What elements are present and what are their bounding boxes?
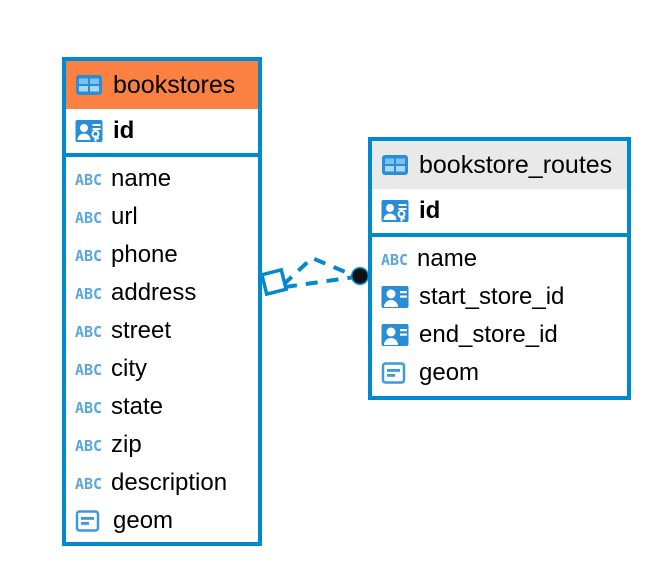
geometry-type-icon	[381, 362, 406, 384]
field-label: geom	[419, 359, 480, 386]
foreign-key-icon	[381, 324, 409, 346]
field-row[interactable]: ABC state	[66, 388, 258, 426]
field-row[interactable]: ABC city	[66, 350, 258, 388]
field-label: start_store_id	[419, 283, 565, 310]
svg-text:ABC: ABC	[75, 247, 101, 265]
text-type-icon: ABC	[75, 171, 101, 189]
field-label: state	[111, 393, 164, 420]
field-label: phone	[111, 241, 178, 268]
svg-text:ABC: ABC	[75, 399, 101, 417]
field-row[interactable]: ABC name	[66, 160, 258, 198]
text-type-icon: ABC	[75, 399, 101, 417]
field-label: address	[111, 279, 197, 306]
svg-text:ABC: ABC	[75, 437, 101, 455]
field-row[interactable]: ABC street	[66, 312, 258, 350]
entity-title-bookstores: bookstores	[113, 70, 236, 99]
svg-text:ABC: ABC	[75, 361, 101, 379]
text-type-icon: ABC	[75, 285, 101, 303]
svg-text:ABC: ABC	[381, 251, 407, 269]
table-icon	[382, 155, 408, 175]
geometry-type-icon	[75, 510, 100, 532]
field-label: description	[111, 469, 228, 496]
field-list-bookstore-routes: ABC name start_store_id	[372, 237, 627, 392]
field-label: end_store_id	[419, 321, 558, 348]
field-label: name	[111, 165, 172, 192]
field-row[interactable]: ABC phone	[66, 236, 258, 274]
field-row[interactable]: ABC description	[66, 464, 258, 502]
relationship-line-upper	[281, 255, 356, 287]
text-type-icon: ABC	[75, 247, 101, 265]
primary-key-icon	[381, 200, 409, 222]
text-type-icon: ABC	[75, 323, 101, 341]
text-type-icon: ABC	[75, 437, 101, 455]
primary-key-icon	[75, 120, 103, 142]
primary-key-row-bookstore-routes[interactable]: id	[372, 189, 627, 237]
svg-text:ABC: ABC	[75, 171, 101, 189]
field-label: geom	[113, 507, 174, 534]
entity-bookstores[interactable]: bookstores id ABC name	[62, 57, 262, 546]
text-type-icon: ABC	[75, 361, 101, 379]
field-list-bookstores: ABC name ABC url ABC phone AB	[66, 157, 258, 540]
text-type-icon: ABC	[381, 251, 407, 269]
primary-key-label-bookstore-routes: id	[419, 197, 441, 224]
foreign-key-icon	[381, 286, 409, 308]
field-row[interactable]: start_store_id	[372, 278, 627, 316]
field-row[interactable]: ABC name	[372, 240, 627, 278]
field-row[interactable]: geom	[372, 354, 627, 392]
primary-key-row-bookstores[interactable]: id	[66, 109, 258, 157]
field-row[interactable]: ABC zip	[66, 426, 258, 464]
svg-text:ABC: ABC	[75, 475, 101, 493]
svg-text:ABC: ABC	[75, 209, 101, 227]
primary-key-label-bookstores: id	[113, 117, 135, 144]
field-label: url	[111, 203, 138, 230]
field-label: zip	[111, 431, 142, 458]
entity-header-bookstores[interactable]: bookstores	[66, 61, 258, 109]
field-row[interactable]: ABC url	[66, 198, 258, 236]
field-label: name	[417, 245, 478, 272]
svg-text:ABC: ABC	[75, 285, 101, 303]
relationship-line-lower	[284, 275, 356, 289]
entity-title-bookstore-routes: bookstore_routes	[419, 150, 613, 179]
field-row[interactable]: geom	[66, 502, 258, 540]
filled-circle-endpoint-icon	[351, 267, 369, 285]
svg-text:ABC: ABC	[75, 323, 101, 341]
entity-header-bookstore-routes[interactable]: bookstore_routes	[372, 141, 627, 189]
text-type-icon: ABC	[75, 475, 101, 493]
text-type-icon: ABC	[75, 209, 101, 227]
entity-bookstore-routes[interactable]: bookstore_routes id ABC name	[368, 137, 631, 400]
diamond-endpoint-icon	[259, 267, 289, 297]
field-row[interactable]: end_store_id	[372, 316, 627, 354]
field-row[interactable]: ABC address	[66, 274, 258, 312]
field-label: city	[111, 355, 147, 382]
table-icon	[76, 75, 102, 95]
field-label: street	[111, 317, 172, 344]
